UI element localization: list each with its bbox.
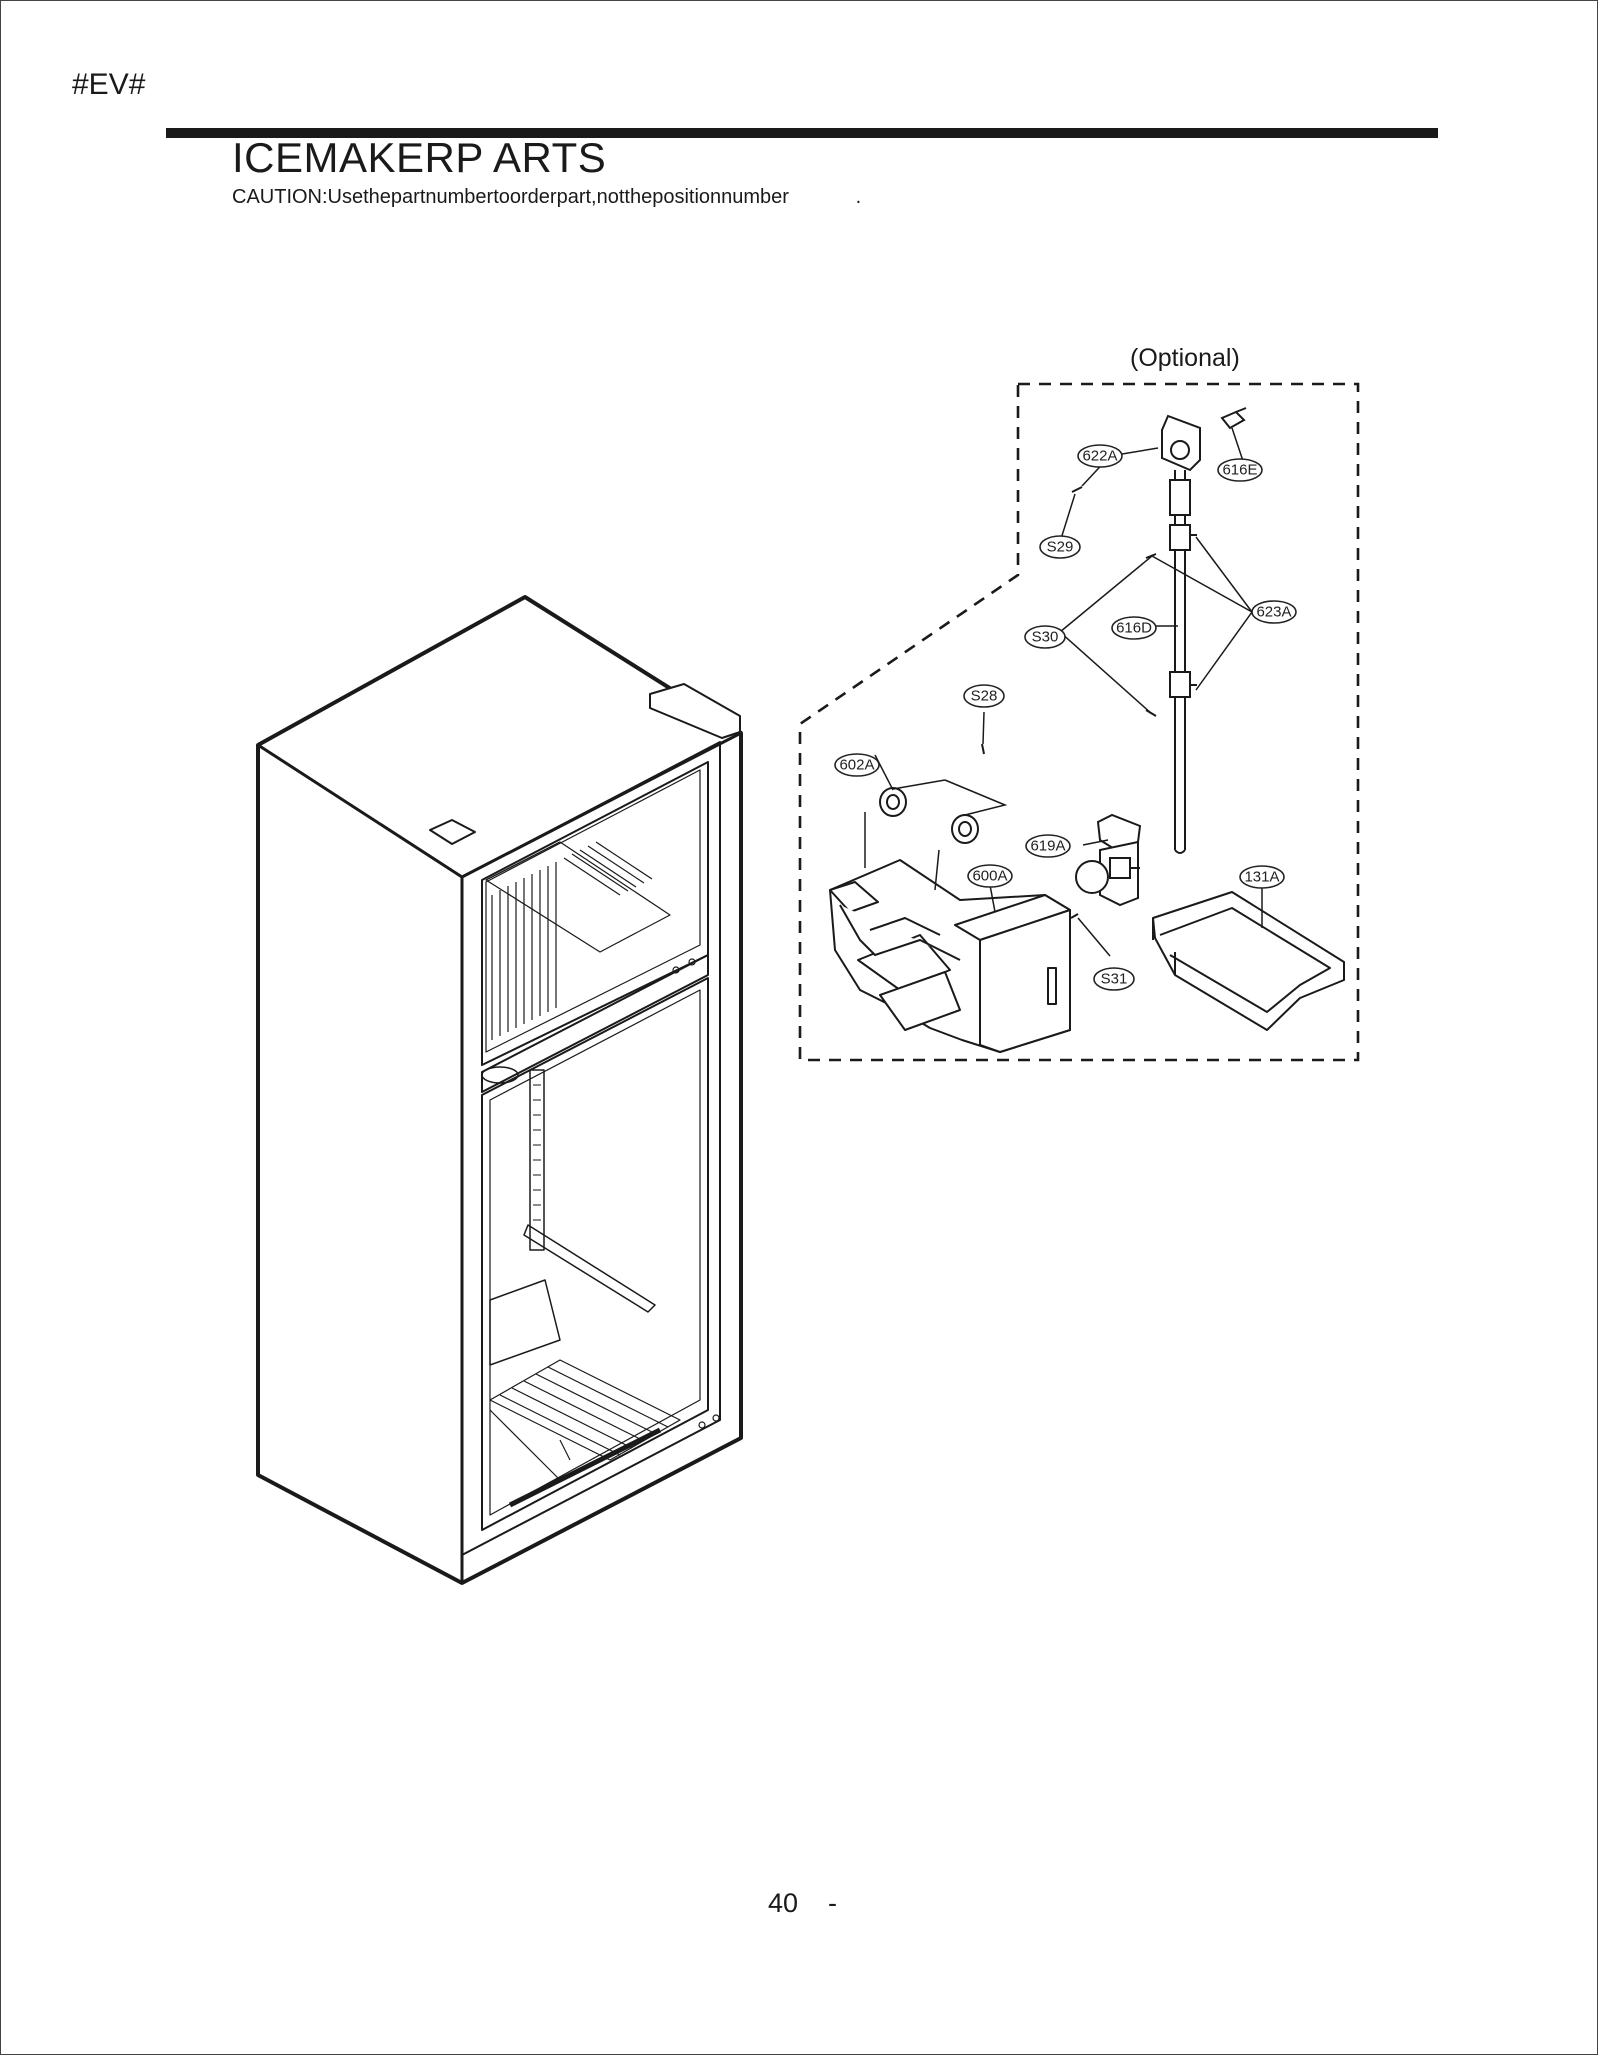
callout-S30: S30 bbox=[1024, 625, 1066, 649]
callout-600A: 600A bbox=[967, 864, 1013, 888]
callout-131A: 131A bbox=[1239, 865, 1285, 889]
document-code: #EV# bbox=[72, 68, 146, 101]
svg-text:622A: 622A bbox=[1082, 448, 1117, 465]
water-tube-assembly bbox=[1161, 407, 1247, 854]
svg-text:S30: S30 bbox=[1032, 629, 1059, 646]
icemaker-body bbox=[829, 859, 1071, 1053]
grommet-icons bbox=[879, 787, 979, 844]
svg-text:131A: 131A bbox=[1244, 869, 1279, 886]
svg-text:S31: S31 bbox=[1101, 971, 1128, 988]
svg-text:S29: S29 bbox=[1047, 539, 1074, 556]
header-rule bbox=[166, 128, 1438, 138]
water-valve bbox=[1075, 813, 1142, 907]
callout-602A: 602A bbox=[834, 753, 880, 777]
callout-S29: S29 bbox=[1039, 535, 1081, 559]
callout-619A: 619A bbox=[1025, 834, 1071, 858]
callout-622A: 622A bbox=[1077, 444, 1123, 468]
svg-text:616E: 616E bbox=[1222, 462, 1257, 479]
callout-616E: 616E bbox=[1217, 458, 1263, 482]
svg-text:600A: 600A bbox=[972, 868, 1007, 885]
page-title: ICEMAKERP ARTS bbox=[232, 134, 607, 181]
callout-S31: S31 bbox=[1093, 967, 1135, 991]
page-number: 40 - bbox=[768, 1888, 838, 1918]
svg-text:623A: 623A bbox=[1256, 604, 1291, 621]
optional-dashed-border bbox=[798, 382, 1360, 1062]
svg-text:616D: 616D bbox=[1116, 620, 1152, 637]
callout-S28: S28 bbox=[963, 684, 1005, 708]
callout-616D: 616D bbox=[1111, 616, 1157, 640]
callout-623A: 623A bbox=[1251, 600, 1297, 624]
svg-text:619A: 619A bbox=[1030, 838, 1065, 855]
optional-label: (Optional) bbox=[1130, 344, 1240, 372]
ice-bin bbox=[1152, 891, 1345, 1031]
svg-text:602A: 602A bbox=[839, 757, 874, 774]
caution-note: CAUTION:Usethepartnumbertoorderpart,nott… bbox=[232, 186, 862, 208]
svg-text:S28: S28 bbox=[971, 688, 998, 705]
refrigerator-illustration bbox=[256, 595, 743, 1585]
